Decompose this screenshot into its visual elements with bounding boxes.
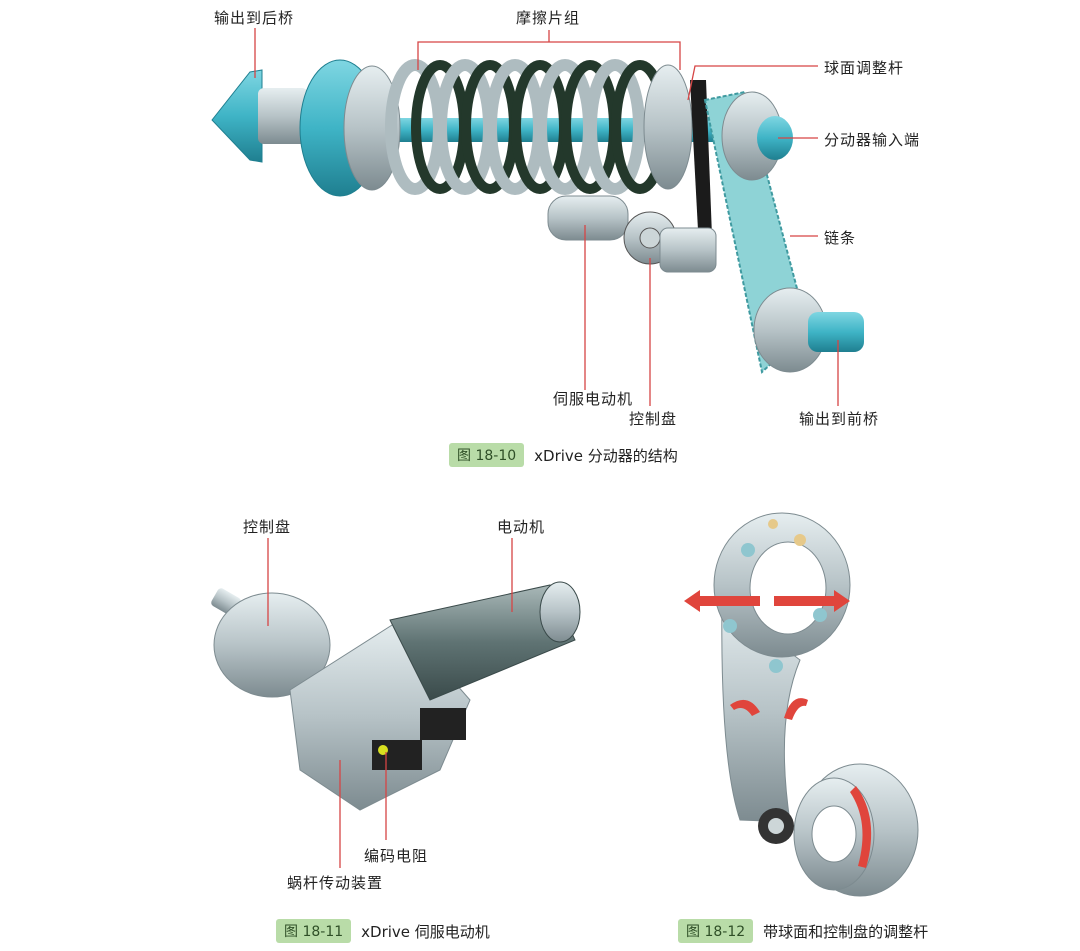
servo-motor-drawing	[210, 582, 580, 810]
label-friction-pack: 摩擦片组	[516, 7, 580, 28]
label-worm-gear: 蜗杆传动装置	[287, 872, 383, 893]
figure-caption-text: 带球面和控制盘的调整杆	[763, 921, 928, 942]
figure-number-badge: 图 18-10	[449, 443, 524, 467]
friction-disc-pack	[391, 65, 692, 189]
figure-number-badge: 图 18-11	[276, 919, 351, 943]
transfer-case-drawing	[212, 60, 864, 372]
label-control-disc-2: 控制盘	[243, 516, 291, 537]
label-encoder: 编码电阻	[364, 845, 428, 866]
label-rear-output: 输出到后桥	[214, 7, 294, 28]
label-chain: 链条	[824, 227, 856, 248]
label-control-disc: 控制盘	[629, 408, 677, 429]
caption-fig-18-12: 图 18-12 带球面和控制盘的调整杆	[678, 919, 928, 943]
label-servo-motor: 伺服电动机	[553, 388, 633, 409]
label-input: 分动器输入端	[824, 129, 920, 150]
caption-fig-18-11: 图 18-11 xDrive 伺服电动机	[276, 919, 490, 943]
adjusting-lever-drawing	[684, 513, 918, 896]
label-ball-lever: 球面调整杆	[824, 57, 904, 78]
figure-caption-text: xDrive 伺服电动机	[361, 921, 490, 942]
figure-caption-text: xDrive 分动器的结构	[534, 445, 678, 466]
figure-number-badge: 图 18-12	[678, 919, 753, 943]
label-front-output: 输出到前桥	[799, 408, 879, 429]
label-motor: 电动机	[497, 516, 545, 537]
caption-fig-18-10: 图 18-10 xDrive 分动器的结构	[449, 443, 678, 467]
